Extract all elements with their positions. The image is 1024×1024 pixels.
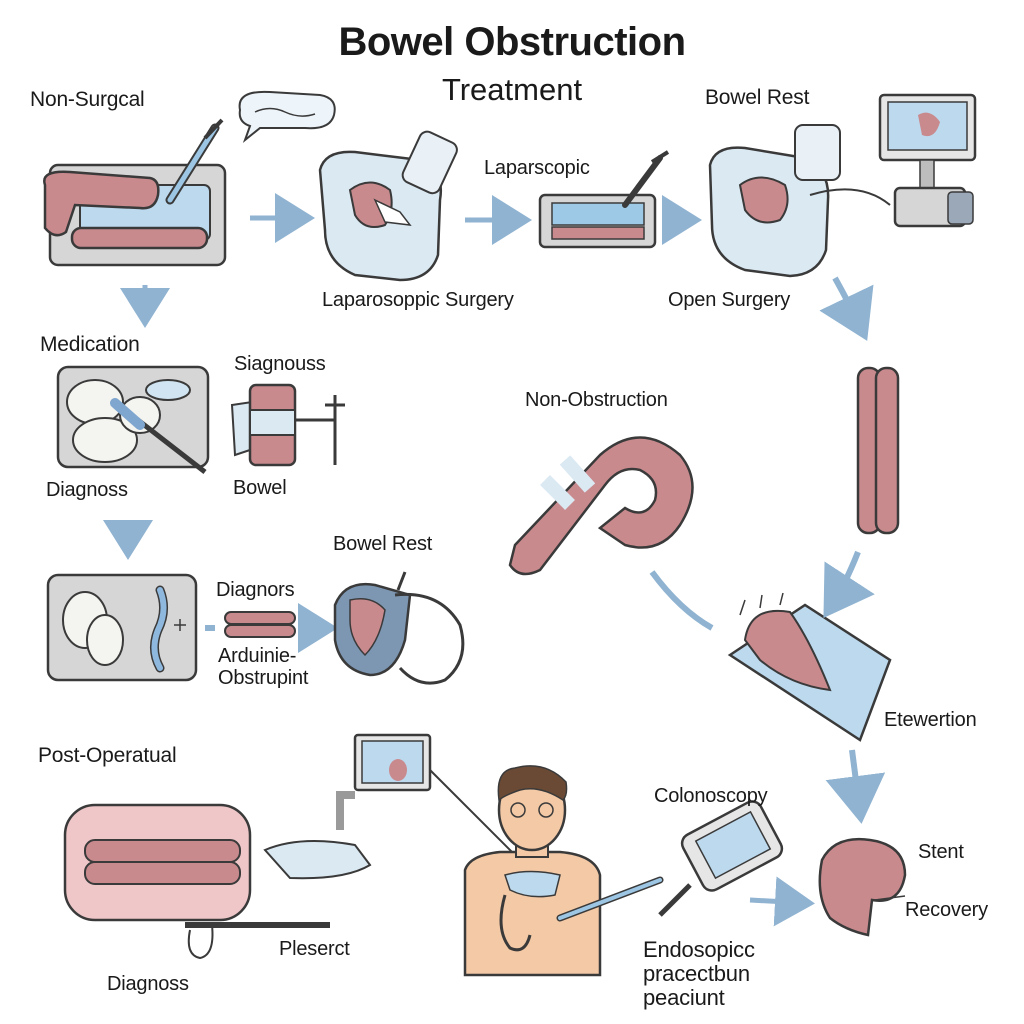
label-laparoscopic-surgery: Laparosoppic Surgery bbox=[322, 289, 514, 311]
label-post-operatual: Post-Operatual bbox=[38, 744, 177, 767]
label-diagnoss-2: Diagnoss bbox=[107, 973, 189, 995]
label-siagnouss: Siagnouss bbox=[234, 353, 326, 375]
label-medication: Medication bbox=[40, 333, 140, 356]
label-stent: Stent bbox=[918, 841, 964, 863]
page-subtitle: Treatment bbox=[441, 72, 583, 107]
etewertion-illustration bbox=[727, 592, 892, 742]
label-colonoscopy: Colonoscopy bbox=[654, 785, 768, 807]
label-non-surgical: Non-Surgcal bbox=[30, 88, 145, 111]
label-diagnors: Diagnors bbox=[216, 579, 295, 601]
post-operative-illustration bbox=[63, 803, 372, 960]
non-obstruction-bowel bbox=[508, 436, 694, 576]
endoscopic-device-illustration bbox=[658, 800, 784, 917]
label-recovery: Recovery bbox=[905, 899, 988, 921]
label-etewertion: Etewertion bbox=[884, 709, 977, 731]
page-title: Bowel Obstruction bbox=[338, 20, 686, 64]
stent-illustration bbox=[818, 837, 907, 937]
laparoscopic-surgery-illustration bbox=[318, 130, 458, 282]
medication-illustration bbox=[56, 365, 210, 474]
bowel-clamp-illustration bbox=[230, 383, 345, 467]
label-bowel-rest-mid: Bowel Rest bbox=[333, 533, 433, 555]
label-bowel-rest-top: Bowel Rest bbox=[705, 86, 810, 109]
patient-illustration bbox=[463, 765, 664, 977]
straight-bowel-segments bbox=[856, 366, 900, 535]
bowel-rest-device-illustration bbox=[333, 571, 465, 685]
label-laparoscopic: Laparscopic bbox=[484, 157, 590, 179]
non-surgical-illustration bbox=[43, 90, 336, 267]
label-arduinie-obstrupint: Arduinie- Obstrupint bbox=[218, 645, 309, 689]
label-pleserct: Pleserct bbox=[279, 938, 350, 960]
monitor-illustration bbox=[336, 733, 521, 861]
diagnosis-tray-illustration bbox=[46, 573, 198, 682]
label-bowel: Bowel bbox=[233, 477, 287, 499]
label-non-obstruction: Non-Obstruction bbox=[525, 389, 668, 411]
laparoscopic-tray-illustration bbox=[538, 150, 670, 249]
label-endoscopic-procedure: Endosopicc pracectbun peaciunt bbox=[643, 937, 755, 1010]
open-surgery-illustration bbox=[708, 93, 977, 278]
label-open-surgery: Open Surgery bbox=[668, 289, 791, 311]
label-diagnoss-1: Diagnoss bbox=[46, 479, 128, 501]
